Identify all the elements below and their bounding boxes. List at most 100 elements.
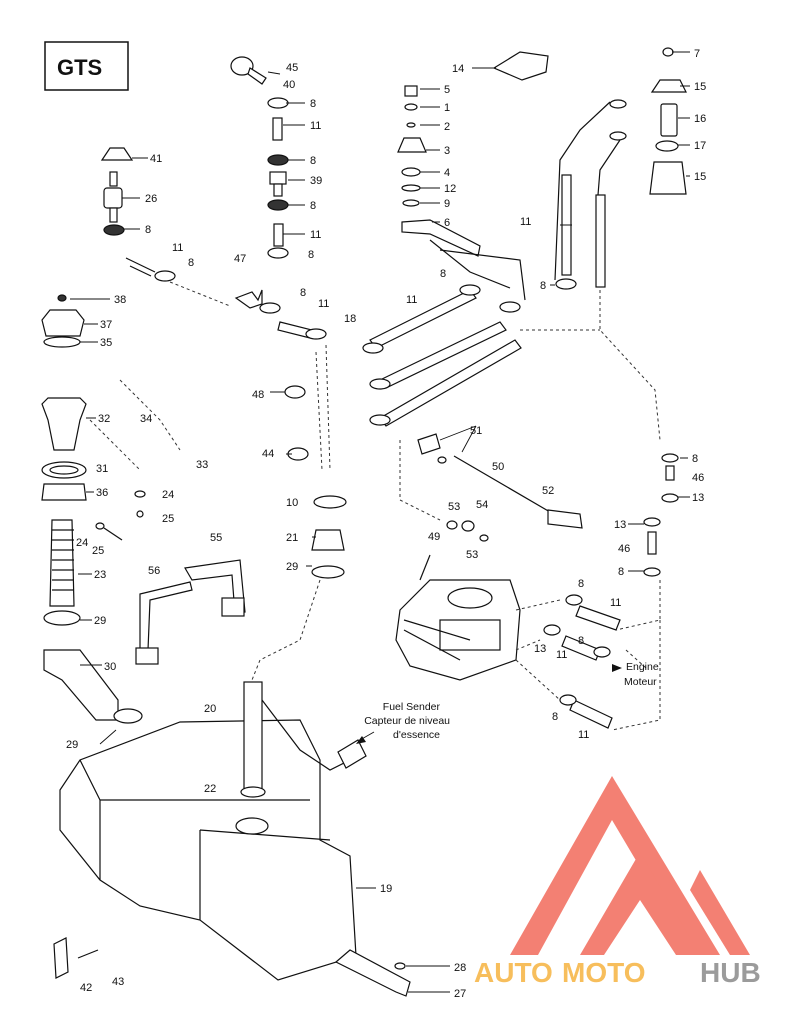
fuel-sender-caption-fr-1: Capteur de niveau [364, 715, 450, 727]
callout-6: 6 [444, 217, 450, 229]
fuel-sender-caption-en: Fuel Sender [383, 701, 441, 713]
fuel-filter-assembly [492, 47, 687, 195]
callout-28: 28 [454, 962, 466, 974]
callout-25: 25 [92, 545, 104, 557]
automotohub-logo: AUTO MOTO HUB [474, 776, 761, 988]
callout-14: 14 [452, 63, 464, 75]
bottom-hardware [53, 937, 411, 997]
callout-11: 11 [310, 229, 321, 241]
carburetor [395, 554, 521, 681]
throttle-cable-assembly [399, 433, 583, 542]
callout-8: 8 [188, 257, 194, 269]
callout-39: 39 [310, 175, 322, 187]
callout-8: 8 [310, 98, 316, 110]
tank-straps [135, 559, 246, 665]
callout-27: 27 [454, 988, 466, 1000]
callout-8: 8 [618, 566, 624, 578]
callout-50: 50 [492, 461, 504, 473]
callout-11: 11 [318, 298, 329, 310]
callout-13: 13 [534, 643, 546, 655]
hose-set-right [515, 453, 679, 731]
callout-17: 17 [694, 140, 706, 152]
callout-13: 13 [692, 492, 704, 504]
callout-42: 42 [80, 982, 92, 994]
fuel-sender-caption-fr-2: d'essence [393, 729, 440, 741]
callout-8: 8 [578, 635, 584, 647]
filler-assembly [41, 294, 181, 724]
callout-8: 8 [540, 280, 546, 292]
callout-30: 30 [104, 661, 116, 673]
callout-11: 11 [310, 120, 321, 132]
callout-4: 4 [444, 167, 450, 179]
callout-24: 24 [162, 489, 174, 501]
callout-36: 36 [96, 487, 108, 499]
callout-15: 15 [694, 171, 706, 183]
callout-37: 37 [100, 319, 112, 331]
hose-set-middle [259, 284, 600, 471]
callout-31: 31 [96, 463, 108, 475]
hardware-small [95, 490, 146, 541]
callout-40: 40 [283, 79, 295, 91]
callout-52: 52 [542, 485, 554, 497]
engine-caption-en: Engine [626, 661, 659, 673]
callout-49: 49 [428, 531, 440, 543]
engine-caption-fr: Moteur [624, 676, 657, 688]
callout-51: 51 [470, 425, 482, 437]
model-label: GTS [57, 55, 102, 80]
callout-18: 18 [344, 313, 356, 325]
callout-24: 24 [76, 537, 88, 549]
callout-53: 53 [466, 549, 478, 561]
callout-23: 23 [94, 569, 106, 581]
callout-22: 22 [204, 783, 216, 795]
callout-11: 11 [556, 649, 567, 661]
callout-8: 8 [310, 200, 316, 212]
callout-8: 8 [552, 711, 558, 723]
leader-lines [70, 51, 690, 993]
fuel-fitting-stack [397, 85, 526, 301]
callout-2: 2 [444, 121, 450, 133]
callout-54: 54 [476, 499, 488, 511]
callout-41: 41 [150, 153, 162, 165]
callout-21: 21 [286, 532, 298, 544]
callout-46: 46 [692, 472, 704, 484]
callout-11: 11 [520, 216, 531, 228]
callout-8: 8 [300, 287, 306, 299]
callout-8: 8 [692, 453, 698, 465]
callout-29: 29 [94, 615, 106, 627]
callout-3: 3 [444, 145, 450, 157]
callout-1: 1 [444, 102, 450, 114]
callout-34: 34 [140, 413, 152, 425]
callout-29: 29 [286, 561, 298, 573]
callout-numbers: 45 40 8 11 8 39 8 11 8 14 7 15 16 17 15 … [66, 48, 706, 1000]
callout-8: 8 [308, 249, 314, 261]
callout-38: 38 [114, 294, 126, 306]
callout-45: 45 [286, 62, 298, 74]
callout-8: 8 [310, 155, 316, 167]
callout-35: 35 [100, 337, 112, 349]
callout-13: 13 [614, 519, 626, 531]
vent-valve-assembly [230, 56, 289, 259]
fuel-tank [59, 681, 367, 981]
logo-text-moto: MOTO [562, 957, 645, 988]
callout-11: 11 [406, 294, 417, 306]
callout-25: 25 [162, 513, 174, 525]
model-box: GTS [44, 41, 129, 91]
callout-15: 15 [694, 81, 706, 93]
callout-11: 11 [172, 242, 183, 254]
callout-8: 8 [145, 224, 151, 236]
callout-46: 46 [618, 543, 630, 555]
callout-20: 20 [204, 703, 216, 715]
logo-text-auto: AUTO [474, 957, 553, 988]
callout-12: 12 [444, 183, 456, 195]
captions: Fuel Sender Capteur de niveau d'essence … [356, 661, 659, 744]
callout-48: 48 [252, 389, 264, 401]
check-valve-assembly [100, 147, 263, 309]
callout-33: 33 [196, 459, 208, 471]
callout-16: 16 [694, 113, 706, 125]
callout-8: 8 [440, 268, 446, 280]
callout-9: 9 [444, 198, 450, 210]
callout-53: 53 [448, 501, 460, 513]
callout-11: 11 [578, 729, 589, 741]
callout-26: 26 [145, 193, 157, 205]
